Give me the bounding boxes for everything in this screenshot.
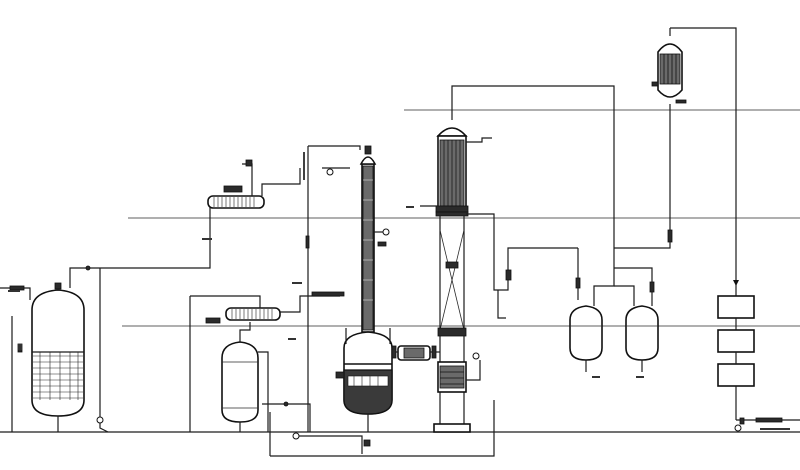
valve-icon (575, 277, 581, 289)
tank-feed-piping (0, 204, 211, 433)
instrument-icon (245, 159, 253, 167)
valve-icon (9, 285, 25, 291)
reactor-kettle (335, 328, 393, 447)
receiver-2 (614, 267, 659, 372)
top-condenser (614, 27, 737, 296)
utility-piping-left (269, 145, 495, 457)
connecting-heater (391, 345, 440, 361)
preheater-middle (189, 291, 345, 432)
main-tower (420, 85, 615, 433)
packed-column (359, 145, 390, 333)
instrument-icon (283, 401, 289, 407)
pump-icon (363, 439, 371, 447)
intermediate-receiver (221, 322, 311, 432)
valve-icon (733, 280, 739, 286)
preheater-top (207, 159, 301, 209)
valve-icon (335, 371, 345, 379)
product-units (717, 280, 800, 432)
valve-icon (667, 229, 673, 243)
valve-icon (505, 269, 512, 281)
valve-icon (649, 281, 655, 293)
header-lines (0, 109, 800, 433)
valve-icon (311, 291, 345, 297)
valve-icon (377, 241, 387, 247)
valve-icon (223, 185, 243, 193)
instrument-icon (326, 168, 334, 176)
instrument-icon (382, 228, 390, 236)
tag-marks (8, 206, 790, 430)
receiver-1 (569, 248, 615, 372)
valve-icon (205, 317, 221, 324)
instrument-icon (85, 265, 91, 271)
instrument-icon (445, 261, 459, 269)
feed-storage-tank (31, 282, 85, 432)
